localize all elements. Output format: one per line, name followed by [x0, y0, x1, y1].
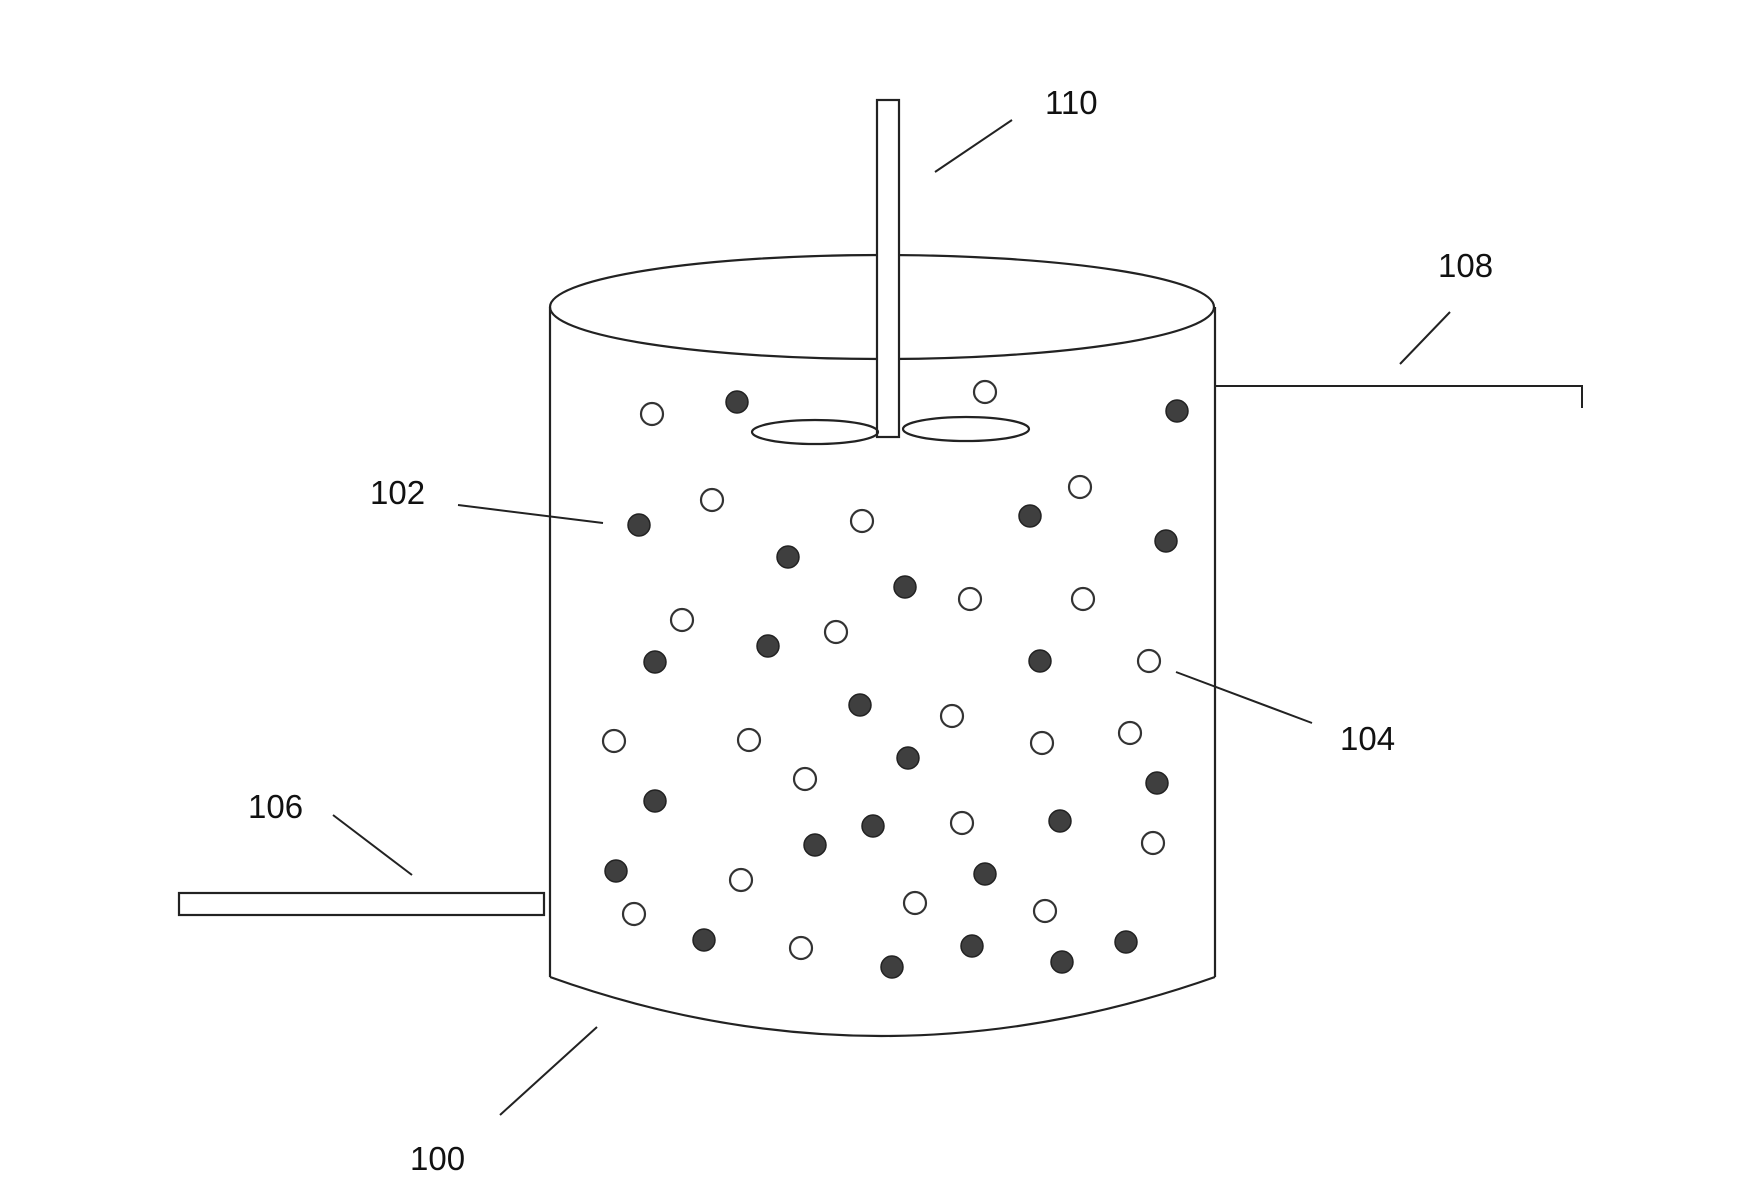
dark-particle	[628, 514, 650, 536]
light-particle	[1138, 650, 1160, 672]
dark-particle	[1049, 810, 1071, 832]
dark-particle	[881, 956, 903, 978]
particles	[603, 381, 1188, 978]
light-particle	[974, 381, 996, 403]
label-110: 110	[1045, 84, 1098, 121]
dark-particle	[1166, 400, 1188, 422]
leader-104	[1176, 672, 1312, 723]
dark-particle	[961, 935, 983, 957]
dark-particle	[894, 576, 916, 598]
leader-100	[500, 1027, 597, 1115]
label-100: 100	[410, 1140, 465, 1177]
label-106: 106	[248, 788, 303, 825]
dark-particle	[693, 929, 715, 951]
label-108: 108	[1438, 247, 1493, 284]
light-particle	[1072, 588, 1094, 610]
dark-particle	[1115, 931, 1137, 953]
dark-particle	[1019, 505, 1041, 527]
light-particle	[951, 812, 973, 834]
dark-particle	[804, 834, 826, 856]
stirrer-shaft	[877, 100, 899, 437]
vessel-bottom-curve	[550, 977, 1215, 1036]
dark-particle	[726, 391, 748, 413]
dark-particle	[644, 651, 666, 673]
stirrer-blade-right	[903, 417, 1029, 441]
dark-particle	[1029, 650, 1051, 672]
dark-particle	[974, 863, 996, 885]
light-particle	[794, 768, 816, 790]
light-particle	[825, 621, 847, 643]
label-104: 104	[1340, 720, 1395, 757]
dark-particle	[862, 815, 884, 837]
light-particle	[904, 892, 926, 914]
light-particle	[1034, 900, 1056, 922]
light-particle	[738, 729, 760, 751]
light-particle	[1031, 732, 1053, 754]
light-particle	[603, 730, 625, 752]
light-particle	[1069, 476, 1091, 498]
dark-particle	[1146, 772, 1168, 794]
light-particle	[641, 403, 663, 425]
label-102: 102	[370, 474, 425, 511]
dark-particle	[777, 546, 799, 568]
dark-particle	[757, 635, 779, 657]
leader-108	[1400, 312, 1450, 364]
light-particle	[941, 705, 963, 727]
dark-particle	[644, 790, 666, 812]
light-particle	[1119, 722, 1141, 744]
light-particle	[959, 588, 981, 610]
dark-particle	[605, 860, 627, 882]
leader-110	[935, 120, 1012, 172]
outlet-pipe	[1215, 386, 1582, 408]
stirrer-blade-left	[752, 420, 878, 444]
dark-particle	[1051, 951, 1073, 973]
light-particle	[851, 510, 873, 532]
reference-labels: 110 108 102 104 106 100	[248, 84, 1493, 1177]
dark-particle	[849, 694, 871, 716]
light-particle	[701, 489, 723, 511]
leader-106	[333, 815, 412, 875]
inlet-pipe	[179, 893, 544, 915]
light-particle	[730, 869, 752, 891]
dark-particle	[897, 747, 919, 769]
light-particle	[790, 937, 812, 959]
light-particle	[1142, 832, 1164, 854]
light-particle	[671, 609, 693, 631]
leader-102	[458, 505, 603, 523]
dark-particle	[1155, 530, 1177, 552]
light-particle	[623, 903, 645, 925]
